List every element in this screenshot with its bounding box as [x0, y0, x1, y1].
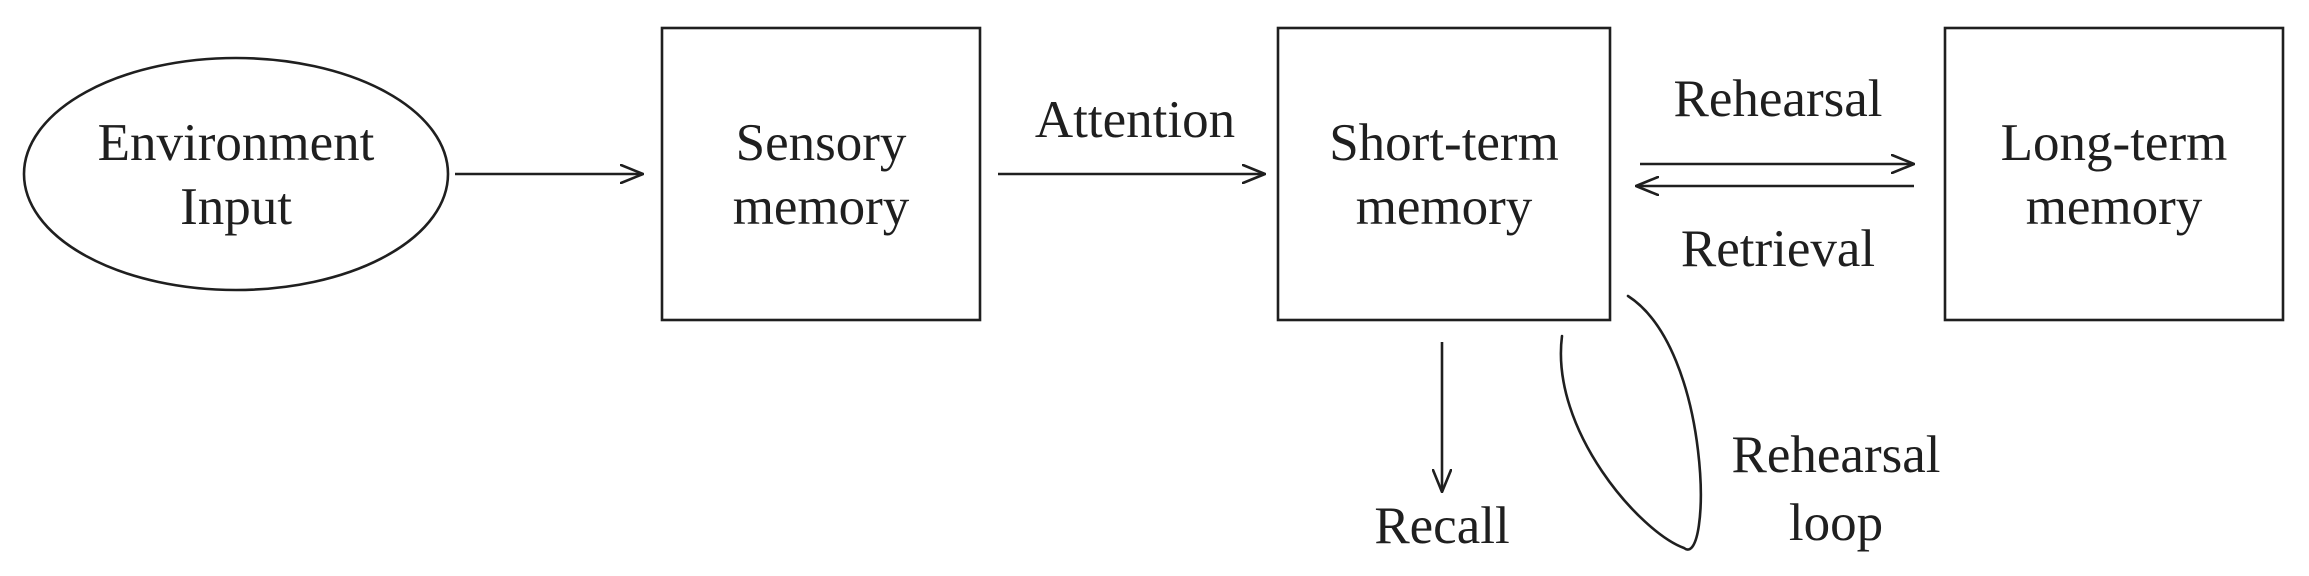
short-term-label-line1: Short-term	[1329, 114, 1559, 172]
short-term-label-line2: memory	[1356, 178, 1533, 236]
rehearsal-loop-label-line2: loop	[1789, 494, 1883, 552]
rehearsal-loop-curve	[1559, 294, 1703, 551]
recall-label: Recall	[1374, 497, 1509, 555]
sensory-label-line1: Sensory	[736, 114, 907, 172]
short-term-memory-box	[1276, 26, 1612, 322]
rehearsal-label: Rehearsal	[1674, 70, 1883, 128]
short-term-memory-node: Short-term memory	[1276, 26, 1612, 322]
long-term-memory-node: Long-term memory	[1943, 26, 2285, 322]
environment-label-line1: Environment	[98, 114, 375, 172]
environment-ellipse	[22, 56, 450, 292]
long-term-label-line2: memory	[2026, 178, 2203, 236]
environment-label-line2: Input	[180, 178, 292, 236]
sensory-label-line2: memory	[733, 178, 910, 236]
sensory-memory-box	[660, 26, 982, 322]
sensory-memory-node: Sensory memory	[660, 26, 982, 322]
environment-input-node: Environment Input	[22, 56, 450, 292]
rehearsal-loop-label-line1: Rehearsal	[1732, 426, 1941, 484]
attention-label: Attention	[1035, 91, 1235, 149]
long-term-memory-box	[1943, 26, 2285, 322]
retrieval-label: Retrieval	[1681, 220, 1875, 278]
long-term-label-line1: Long-term	[2001, 114, 2228, 172]
